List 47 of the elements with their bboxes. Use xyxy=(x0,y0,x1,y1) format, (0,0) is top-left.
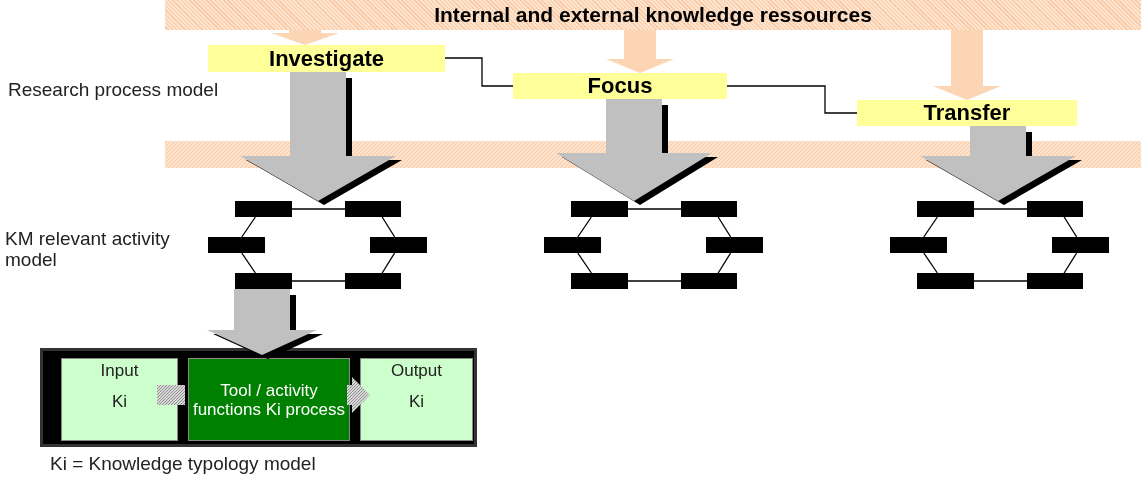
row-label: Research process model xyxy=(8,79,220,100)
activity-bar xyxy=(681,201,737,217)
box-text: Tool / activity functions Ki process xyxy=(191,380,347,419)
activity-bar xyxy=(890,237,947,253)
activity-bar xyxy=(706,237,763,253)
activity-bar xyxy=(1052,237,1109,253)
box-text: Ki xyxy=(110,392,129,411)
input-box xyxy=(61,358,178,441)
heading-text: Focus xyxy=(587,74,653,98)
block-arrow xyxy=(271,30,339,45)
activity-bar xyxy=(681,273,737,289)
box-text: Ki xyxy=(407,392,426,411)
heading-text: Investigate xyxy=(269,46,384,71)
activity-bar xyxy=(571,273,628,289)
activity-bar xyxy=(917,273,974,289)
block-arrow xyxy=(240,72,402,205)
activity-bar xyxy=(544,237,601,253)
block-arrow xyxy=(920,126,1082,205)
block-arrow xyxy=(207,289,323,359)
block-arrow xyxy=(157,385,185,405)
frame-box xyxy=(40,348,477,447)
activity-bar xyxy=(345,201,401,217)
activity-bar xyxy=(571,201,628,217)
heading-text: Internal and external knowledge ressources xyxy=(434,3,872,27)
activity-bar xyxy=(235,273,292,289)
activity-bar xyxy=(1027,201,1083,217)
output-box xyxy=(360,358,473,441)
activity-bar xyxy=(235,201,292,217)
activity-bar xyxy=(370,237,427,253)
block-arrow xyxy=(347,377,370,413)
block-arrow xyxy=(933,30,1001,100)
block-arrow xyxy=(606,30,674,73)
activity-bar xyxy=(917,201,974,217)
step-box xyxy=(857,100,1077,126)
box-heading: Input xyxy=(99,361,140,380)
activity-bar xyxy=(345,273,401,289)
step-box xyxy=(513,73,727,99)
process-box xyxy=(188,358,350,441)
heading-text: Transfer xyxy=(923,101,1011,125)
step-box xyxy=(208,45,445,72)
activity-bar xyxy=(1027,273,1083,289)
banner-band xyxy=(165,0,1141,30)
row-label: KM relevant activity model xyxy=(5,228,171,270)
activity-bar xyxy=(208,237,265,253)
box-heading: Output xyxy=(389,361,443,380)
note-text: Ki = Knowledge typology model xyxy=(50,453,317,474)
block-arrow xyxy=(556,99,718,205)
